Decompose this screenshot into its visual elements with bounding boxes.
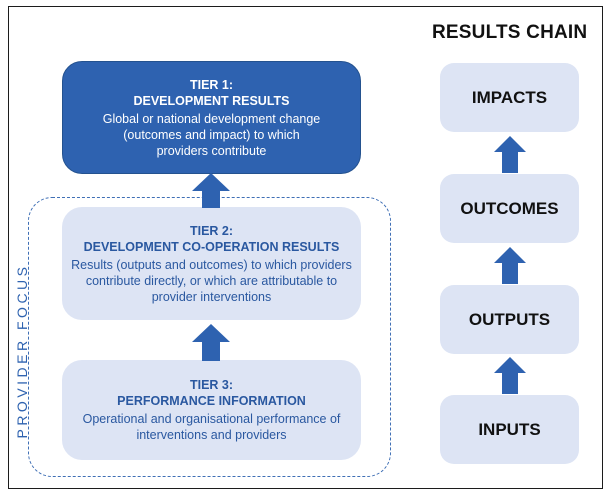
provider-focus-label: PROVIDER FOCUS [14,263,30,439]
results-chain-title: RESULTS CHAIN [432,22,588,43]
tier-2-description: Results (outputs and outcomes) to which … [71,257,352,304]
chain-step-impacts: IMPACTS [440,63,579,132]
outputs-to-outcomes-arrow-icon [494,247,526,284]
chain-step-outcomes: OUTCOMES [440,174,579,243]
chain-step-inputs: INPUTS [440,395,579,464]
tier-1-name: TIER 1: [189,77,234,92]
tier-2-title: DEVELOPMENT CO-OPERATION RESULTS [83,239,340,254]
tier-2-to-tier-1-arrow-icon [192,173,230,208]
tier-3-title: PERFORMANCE INFORMATION [117,394,306,408]
tier-3-to-tier-2-arrow-icon [192,324,230,361]
tier-1-title: DEVELOPMENT RESULTS [133,93,290,108]
inputs-to-outputs-arrow-icon [494,357,526,394]
tier-2-name: TIER 2: [189,223,234,238]
tier-1-description: Global or national development change (o… [102,111,321,158]
outcomes-to-impacts-arrow-icon [494,136,526,173]
tier-3-description: Operational and organisational performan… [82,412,341,442]
tier-3-name: TIER 3: [189,378,234,392]
tier-2-box: TIER 2: DEVELOPMENT CO-OPERATION RESULTS… [62,207,361,320]
tier-1-box: TIER 1: DEVELOPMENT RESULTS Global or na… [62,61,361,174]
chain-step-outputs: OUTPUTS [440,285,579,354]
tier-3-box: TIER 3: PERFORMANCE INFORMATION Operatio… [62,360,361,460]
